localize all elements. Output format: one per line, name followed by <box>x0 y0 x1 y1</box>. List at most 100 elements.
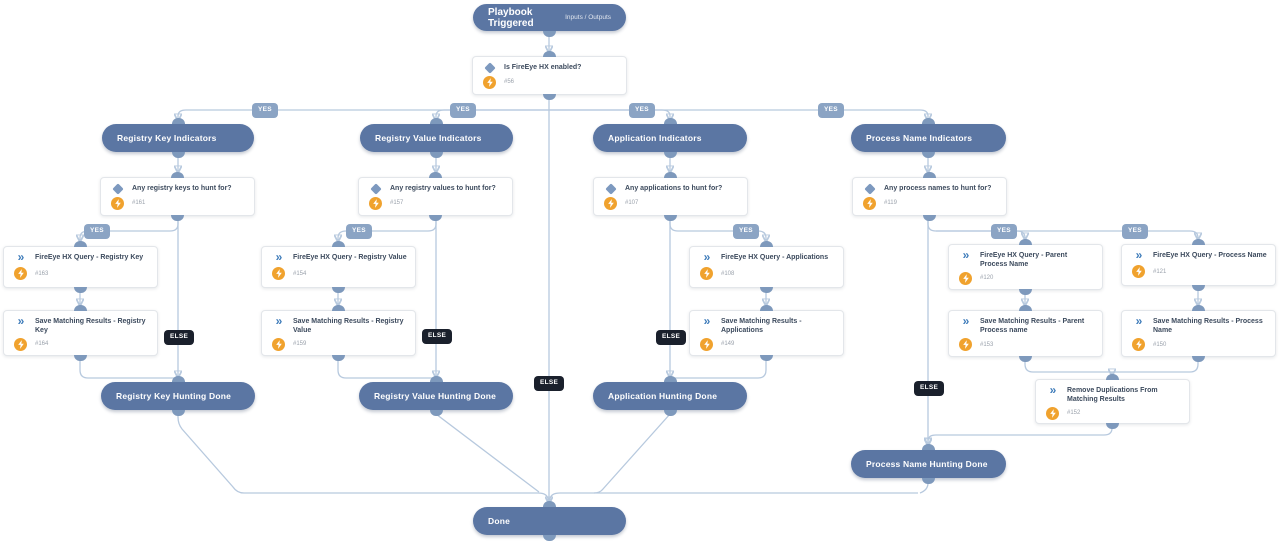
task-title: FireEye HX Query - Parent Process Name <box>980 252 1068 269</box>
task-title: Save Matching Results - Applications <box>721 318 802 335</box>
condition-node-is-fireeye-hx-enabled[interactable]: Is FireEye HX enabled? #56 <box>472 51 627 100</box>
condition-node-any-registry-values[interactable]: Any registry values to hunt for? #157 <box>358 172 513 221</box>
automation-bolt-icon <box>604 196 617 210</box>
task-node-remove-duplications[interactable]: » Remove Duplications From Matching Resu… <box>1035 374 1190 429</box>
connector-dot <box>663 376 677 382</box>
section-header-registry-value-hunting-done[interactable]: Registry Value Hunting Done <box>359 376 513 416</box>
connector-dot <box>1192 305 1205 311</box>
condition-title: Any registry keys to hunt for? <box>132 185 232 192</box>
task-id: #107 <box>625 200 639 207</box>
task-node-query-applications[interactable]: » FireEye HX Query - Applications #108 <box>689 241 844 293</box>
connector-dot <box>74 355 87 361</box>
task-id: #108 <box>721 270 735 277</box>
playbook-task-chevron-icon: » <box>1135 248 1143 262</box>
playbook-trigger-node[interactable]: Playbook Triggered Inputs / Outputs <box>473 4 626 37</box>
task-id: #152 <box>1067 410 1081 417</box>
connector-dot <box>1192 285 1205 291</box>
else-branch-label: ELSE <box>164 330 195 345</box>
connector-dot <box>1019 289 1032 295</box>
task-node-query-process-name[interactable]: » FireEye HX Query - Process Name #121 <box>1121 239 1276 291</box>
task-node-save-registry-value[interactable]: » Save Matching Results - Registry Value… <box>261 305 416 361</box>
automation-bolt-icon <box>483 75 496 89</box>
playbook-task-chevron-icon: » <box>17 250 25 264</box>
automation-bolt-icon <box>959 338 972 352</box>
task-title: FireEye HX Query - Process Name <box>1153 252 1267 259</box>
automation-bolt-icon <box>14 337 27 351</box>
connector-dot <box>922 118 935 124</box>
automation-bolt-icon <box>1046 406 1059 420</box>
section-header-application-hunting-done[interactable]: Application Hunting Done <box>593 376 747 416</box>
else-branch-label: ELSE <box>914 381 945 396</box>
automation-bolt-icon <box>959 271 972 285</box>
connector-dot <box>663 152 677 158</box>
else-branch-label: ELSE <box>422 329 453 344</box>
connector-dot <box>430 118 443 124</box>
task-node-query-registry-key[interactable]: » FireEye HX Query - Registry Key #163 <box>3 241 158 293</box>
connector-dot <box>663 410 677 416</box>
section-header-process-name-hunting-done[interactable]: Process Name Hunting Done <box>851 444 1006 484</box>
yes-branch-label: YES <box>346 224 372 239</box>
connector-dot <box>429 172 442 178</box>
inputs-outputs-link[interactable]: Inputs / Outputs <box>565 14 611 21</box>
connector-dot <box>74 241 87 247</box>
automation-bolt-icon <box>1132 338 1145 352</box>
connector-dot <box>430 152 443 158</box>
task-node-query-registry-value[interactable]: » FireEye HX Query - Registry Value #154 <box>261 241 416 293</box>
connector-dot <box>171 172 184 178</box>
automation-bolt-icon <box>111 196 124 210</box>
condition-node-any-process-names[interactable]: Any process names to hunt for? #119 <box>852 172 1007 221</box>
connector-dot <box>664 172 677 178</box>
connector-dot <box>74 287 87 293</box>
connector-dot <box>922 444 935 450</box>
task-node-save-process-name[interactable]: » Save Matching Results - Process Name #… <box>1121 305 1276 362</box>
task-id: #164 <box>35 341 49 348</box>
condition-diamond-icon <box>602 183 619 195</box>
connector-dot <box>923 215 936 221</box>
task-node-save-applications[interactable]: » Save Matching Results - Applications #… <box>689 305 844 361</box>
section-label: Process Name Indicators <box>866 133 973 143</box>
playbook-task-chevron-icon: » <box>1049 383 1057 397</box>
task-title: Save Matching Results - Parent Process n… <box>980 318 1085 335</box>
section-header-registry-value-indicators[interactable]: Registry Value Indicators <box>360 118 513 158</box>
connector-dot <box>922 152 935 158</box>
condition-title: Is FireEye HX enabled? <box>504 64 582 71</box>
done-node[interactable]: Done <box>473 501 626 541</box>
section-header-registry-key-hunting-done[interactable]: Registry Key Hunting Done <box>101 376 255 416</box>
task-node-query-parent-process-name[interactable]: » FireEye HX Query - Parent Process Name… <box>948 239 1103 295</box>
automation-bolt-icon <box>272 337 285 351</box>
task-title: Remove Duplications From Matching Result… <box>1067 387 1158 404</box>
playbook-task-chevron-icon: » <box>703 314 711 328</box>
yes-branch-label: YES <box>1122 224 1148 239</box>
connector-dot <box>543 31 556 37</box>
task-node-save-registry-key[interactable]: » Save Matching Results - Registry Key #… <box>3 305 158 361</box>
section-label: Registry Value Hunting Done <box>374 391 497 401</box>
playbook-task-chevron-icon: » <box>962 314 970 328</box>
section-label: Process Name Hunting Done <box>866 459 988 469</box>
connector-dot <box>171 118 185 124</box>
connector-dot <box>1019 239 1032 245</box>
yes-branch-label: YES <box>991 224 1017 239</box>
trigger-title: Playbook Triggered <box>488 6 534 29</box>
connector-dot <box>332 241 345 247</box>
condition-node-any-registry-keys[interactable]: Any registry keys to hunt for? #161 <box>100 172 255 221</box>
task-id: #163 <box>35 270 49 277</box>
connector-dot <box>332 355 345 361</box>
task-id: #154 <box>293 270 307 277</box>
section-header-process-name-indicators[interactable]: Process Name Indicators <box>851 118 1006 158</box>
yes-branch-label: YES <box>818 103 844 118</box>
connector-dot <box>1106 423 1119 429</box>
section-label: Registry Value Indicators <box>375 133 482 143</box>
section-header-application-indicators[interactable]: Application Indicators <box>593 118 747 158</box>
task-id: #149 <box>721 341 735 348</box>
condition-diamond-icon <box>861 183 878 195</box>
connector-dot <box>760 241 773 247</box>
condition-node-any-applications[interactable]: Any applications to hunt for? #107 <box>593 172 748 221</box>
task-id: #159 <box>293 341 307 348</box>
connector-dot <box>1106 374 1119 380</box>
condition-title: Any registry values to hunt for? <box>390 185 496 192</box>
connector-dot <box>74 305 87 311</box>
task-node-save-parent-process-name[interactable]: » Save Matching Results - Parent Process… <box>948 305 1103 362</box>
section-header-registry-key-indicators[interactable]: Registry Key Indicators <box>102 118 254 158</box>
